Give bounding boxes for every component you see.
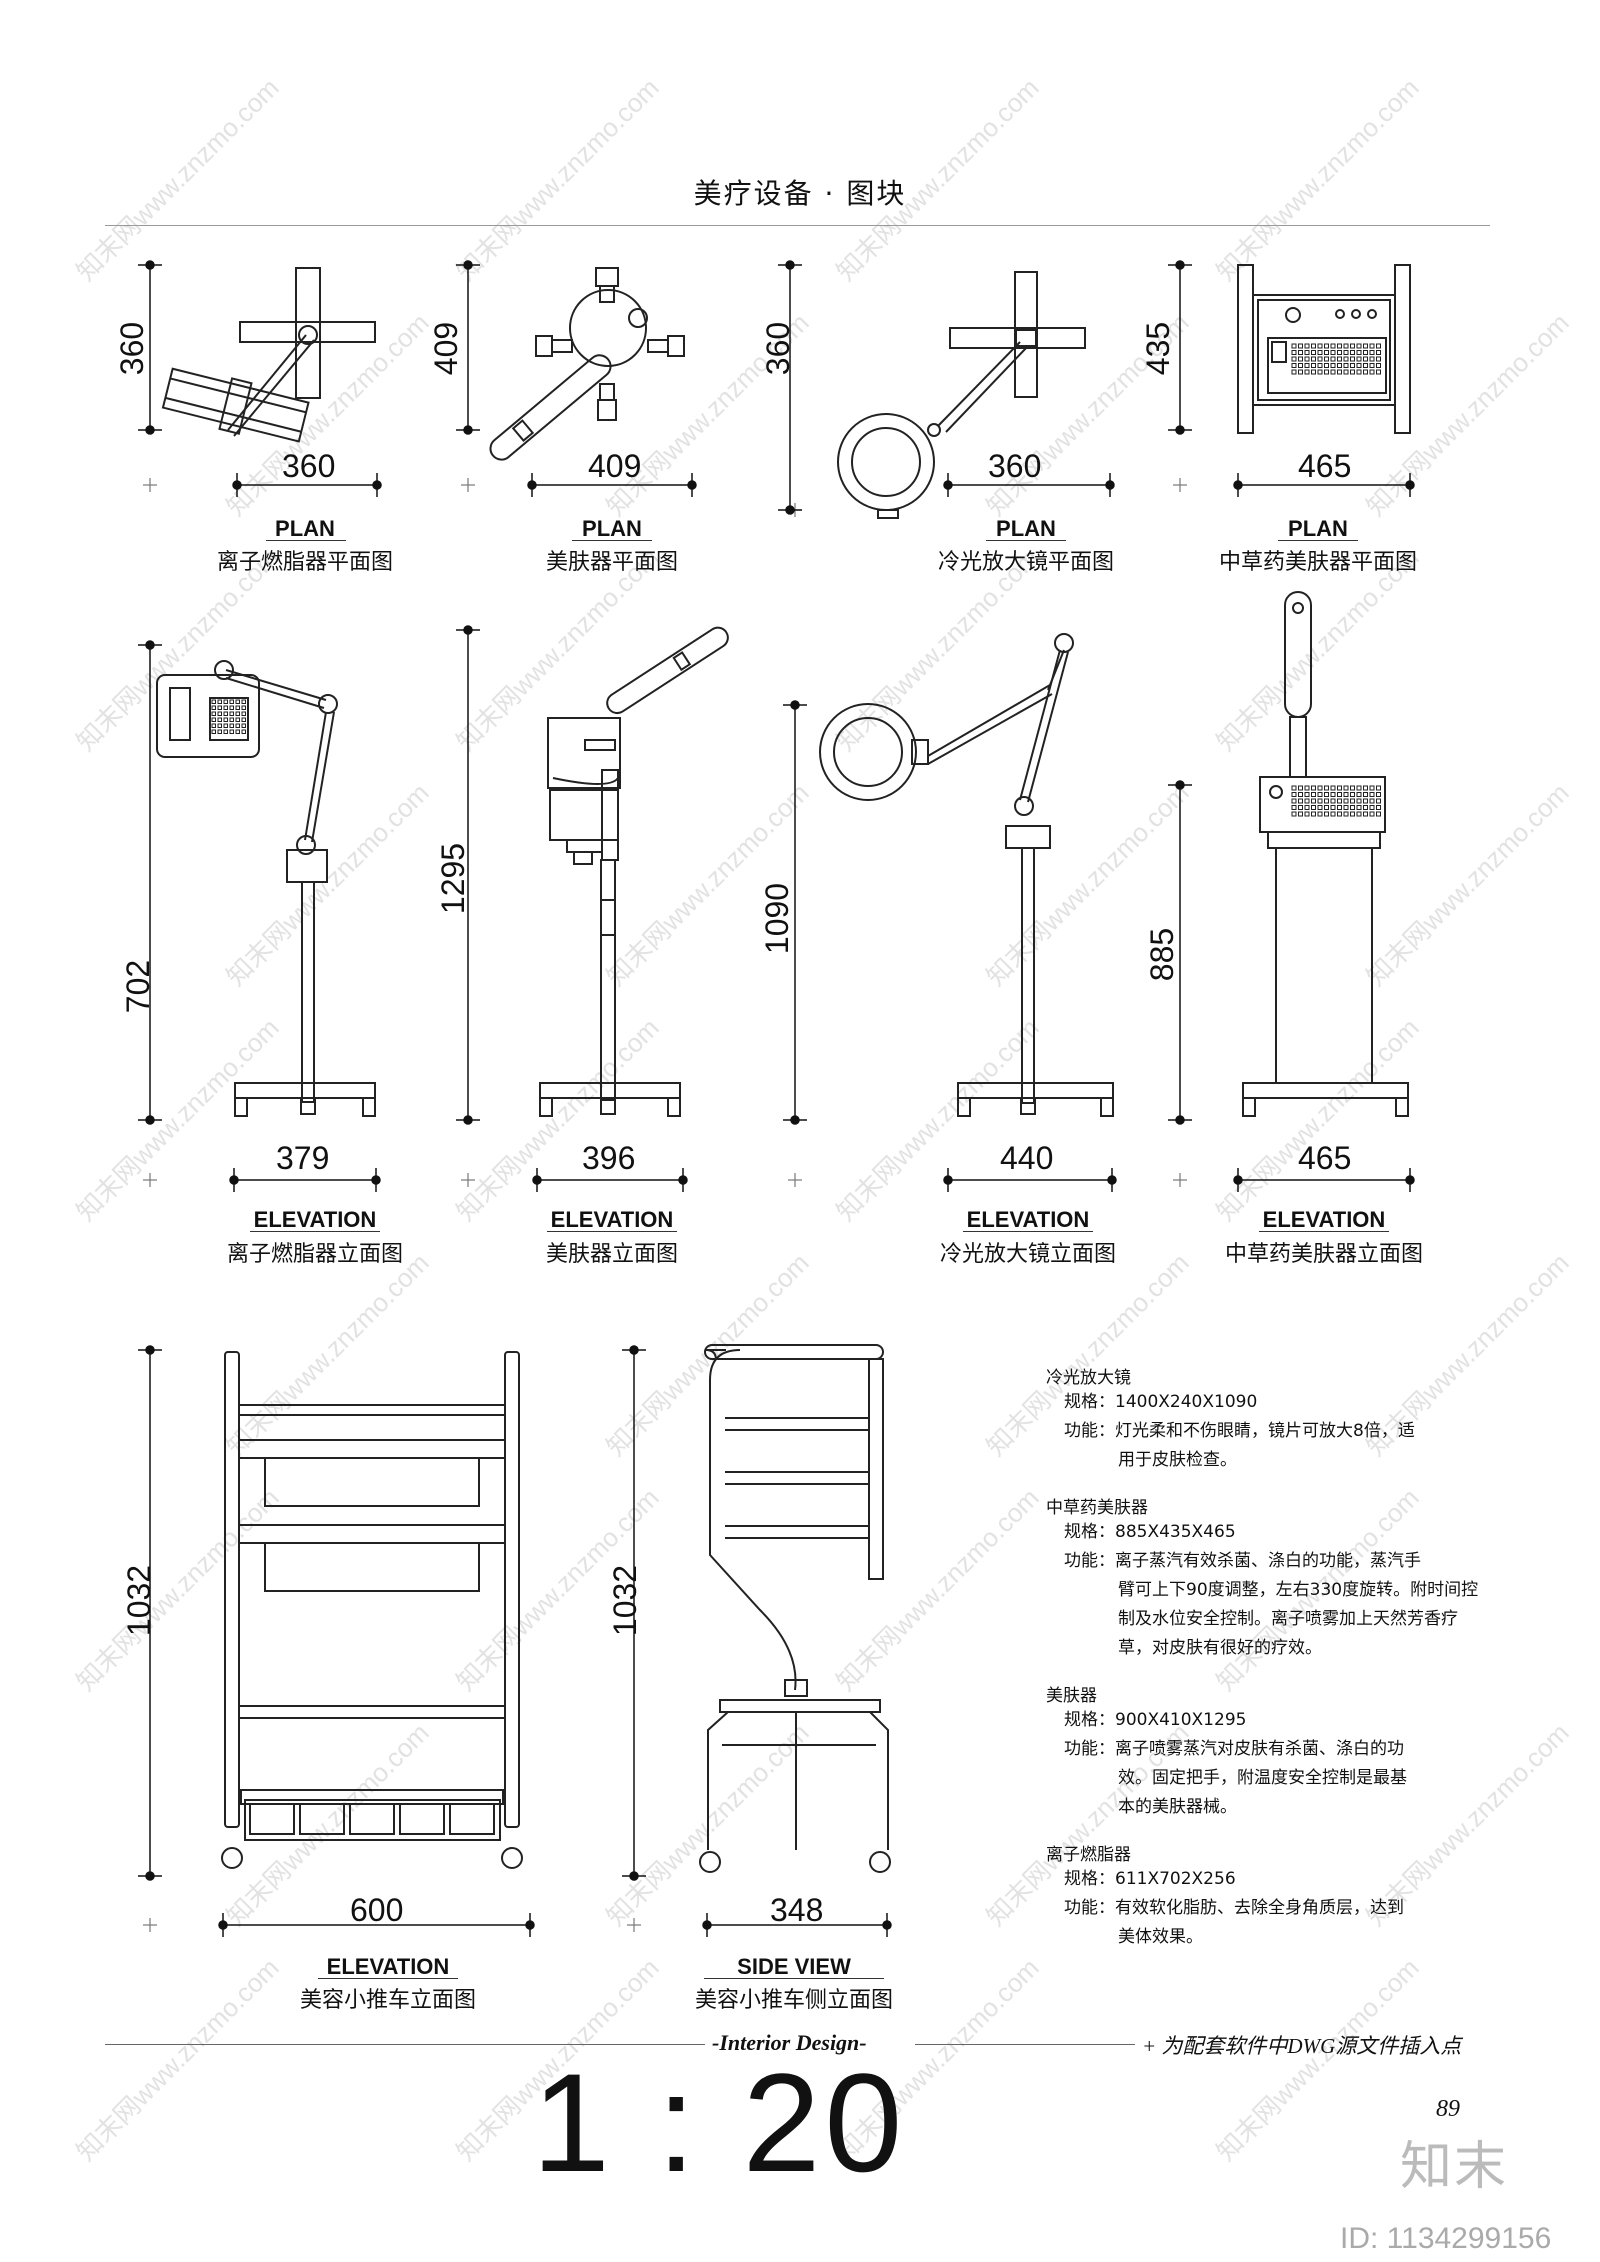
elev-4-view: ELEVATION bbox=[1262, 1207, 1386, 1232]
spec-func-line: 效。固定把手，附温度安全控制是最基 bbox=[1118, 1768, 1407, 1788]
plan-4-width-dim: 465 bbox=[1298, 448, 1352, 484]
plan-2-height-dim: 409 bbox=[428, 321, 465, 376]
plan-4-height-dim: 435 bbox=[1140, 321, 1177, 376]
spec-size: 规格：885X435X465 bbox=[1064, 1522, 1236, 1542]
plan-4-underline bbox=[1278, 540, 1358, 541]
plan-1-view: PLAN bbox=[275, 516, 335, 541]
spec-size: 规格：1400X240X1090 bbox=[1064, 1392, 1258, 1412]
elev-2-name: 美肤器立面图 bbox=[545, 1242, 678, 1267]
spec-size: 规格：900X410X1295 bbox=[1064, 1710, 1247, 1730]
elev-1-height-dim: 702 bbox=[120, 959, 157, 1014]
elev-1-underline bbox=[250, 1231, 380, 1232]
trolley-side-name: 美容小推车侧立面图 bbox=[694, 1988, 893, 2013]
spec-magnifier: 冷光放大镜 规格：1400X240X1090 功能：灯光柔和不伤眼睛，镜片可放大… bbox=[1046, 1363, 1486, 1475]
elevation-magnifier-drawing bbox=[819, 633, 1114, 1117]
spec-size: 规格：611X702X256 bbox=[1064, 1869, 1236, 1889]
trolley-front-underline bbox=[318, 1978, 458, 1979]
spec-func-line: 本的美肤器械。 bbox=[1118, 1797, 1237, 1817]
footer-center-text: -Interior Design- bbox=[712, 2030, 867, 2055]
spec-steamer: 美肤器 规格：900X410X1295 功能：离子喷雾蒸汽对皮肤有杀菌、涤白的功… bbox=[1046, 1681, 1486, 1822]
elev-3-view: ELEVATION bbox=[966, 1207, 1090, 1232]
elev-4-name: 中草药美肤器立面图 bbox=[1224, 1242, 1423, 1267]
scale-label: 1 : 20 bbox=[532, 2044, 907, 2201]
spec-panel: 冷光放大镜 规格：1400X240X1090 功能：灯光柔和不伤眼睛，镜片可放大… bbox=[1046, 1363, 1486, 1952]
page-number: 89 bbox=[1436, 2096, 1460, 2122]
plan-3-height-dim: 360 bbox=[760, 321, 797, 376]
elev-2-height-dim: 1295 bbox=[435, 842, 472, 915]
footer-insert-note: + 为配套软件中DWG源文件插入点 bbox=[1142, 2034, 1462, 2058]
elevation-ion-fat-burner-drawing bbox=[156, 660, 376, 1117]
spec-func-line: 美体效果。 bbox=[1118, 1927, 1203, 1947]
plan-steamer-drawing bbox=[489, 267, 685, 461]
elev-4-height-dim: 885 bbox=[1144, 927, 1181, 982]
trolley-side-height-dim: 1032 bbox=[607, 1564, 644, 1637]
plan-2-underline bbox=[572, 540, 652, 541]
spec-title: 离子燃脂器 bbox=[1046, 1845, 1131, 1865]
plan-1-name: 离子燃脂器平面图 bbox=[216, 550, 393, 575]
spec-func-line: 功能：离子蒸汽有效杀菌、涤白的功能，蒸汽手 bbox=[1064, 1551, 1421, 1571]
plan-2-width-dim: 409 bbox=[588, 448, 642, 484]
brand-logo: 知末 bbox=[1400, 2137, 1509, 2197]
plan-magnifier-drawing bbox=[837, 271, 1086, 519]
elev-4-width-dim: 465 bbox=[1298, 1140, 1352, 1176]
plan-1-height-dim: 360 bbox=[114, 321, 151, 376]
spec-func-line: 功能：有效软化脂肪、去除全身角质层，达到 bbox=[1064, 1898, 1404, 1918]
spec-func-line: 制及水位安全控制。离子喷雾加上天然芳香疗 bbox=[1118, 1609, 1458, 1629]
plan-2-name: 美肤器平面图 bbox=[545, 550, 678, 575]
plan-3-width-dim: 360 bbox=[988, 448, 1042, 484]
elev-2-view: ELEVATION bbox=[550, 1207, 674, 1232]
elev-4-underline bbox=[1259, 1231, 1389, 1232]
trolley-side-width-dim: 348 bbox=[770, 1892, 824, 1928]
trolley-side-underline bbox=[704, 1978, 884, 1979]
elev-1-view: ELEVATION bbox=[253, 1207, 377, 1232]
plan-2-view: PLAN bbox=[582, 516, 642, 541]
spec-func-line: 草，对皮肤有很好的疗效。 bbox=[1118, 1638, 1322, 1658]
spec-func-line: 功能：离子喷雾蒸汽对皮肤有杀菌、涤白的功 bbox=[1064, 1739, 1404, 1759]
spec-herbal-machine: 中草药美肤器 规格：885X435X465 功能：离子蒸汽有效杀菌、涤白的功能，… bbox=[1046, 1493, 1486, 1663]
plan-ion-fat-burner-drawing bbox=[161, 267, 376, 443]
plan-1-underline bbox=[266, 540, 346, 541]
footer-rule-left bbox=[105, 2044, 705, 2045]
trolley-side-view: SIDE VIEW bbox=[737, 1954, 851, 1979]
elev-3-underline bbox=[963, 1231, 1093, 1232]
trolley-front-drawing bbox=[221, 1351, 523, 1869]
trolley-front-width-dim: 600 bbox=[350, 1892, 404, 1928]
elev-1-width-dim: 379 bbox=[276, 1140, 330, 1176]
elev-2-underline bbox=[547, 1231, 677, 1232]
elev-3-name: 冷光放大镜立面图 bbox=[939, 1242, 1116, 1267]
image-id: ID: 1134299156 bbox=[1340, 2222, 1552, 2255]
elev-3-width-dim: 440 bbox=[1000, 1140, 1054, 1176]
page-title: 美疗设备 · 图块 bbox=[693, 177, 907, 210]
plan-3-name: 冷光放大镜平面图 bbox=[937, 550, 1114, 575]
spec-func-line: 用于皮肤检查。 bbox=[1118, 1450, 1237, 1470]
trolley-side-drawing bbox=[699, 1344, 891, 1873]
spec-title: 美肤器 bbox=[1046, 1686, 1097, 1706]
elevation-steamer-drawing bbox=[539, 626, 729, 1117]
spec-title: 冷光放大镜 bbox=[1046, 1368, 1131, 1388]
trolley-front-height-dim: 1032 bbox=[121, 1564, 158, 1637]
plan-herbal-machine-drawing bbox=[1237, 264, 1411, 434]
plan-3-view: PLAN bbox=[996, 516, 1056, 541]
plan-3-underline bbox=[986, 540, 1066, 541]
plan-1-width-dim: 360 bbox=[282, 448, 336, 484]
elevation-herbal-machine-drawing bbox=[1242, 591, 1409, 1117]
elev-2-width-dim: 396 bbox=[582, 1140, 636, 1176]
elev-3-height-dim: 1090 bbox=[759, 882, 796, 955]
plan-4-view: PLAN bbox=[1288, 516, 1348, 541]
footer-rule-right bbox=[915, 2044, 1135, 2045]
trolley-front-view: ELEVATION bbox=[326, 1954, 450, 1979]
spec-func-line: 臂可上下90度调整，左右330度旋转。附时间控 bbox=[1118, 1580, 1479, 1600]
spec-func-line: 功能：灯光柔和不伤眼睛，镜片可放大8倍，适 bbox=[1064, 1421, 1415, 1441]
spec-title: 中草药美肤器 bbox=[1046, 1498, 1148, 1518]
trolley-front-name: 美容小推车立面图 bbox=[299, 1988, 476, 2013]
spec-ion-fat-burner: 离子燃脂器 规格：611X702X256 功能：有效软化脂肪、去除全身角质层，达… bbox=[1046, 1840, 1486, 1952]
plan-4-name: 中草药美肤器平面图 bbox=[1218, 550, 1417, 575]
elev-1-name: 离子燃脂器立面图 bbox=[226, 1242, 403, 1267]
header-rule bbox=[105, 225, 1490, 226]
